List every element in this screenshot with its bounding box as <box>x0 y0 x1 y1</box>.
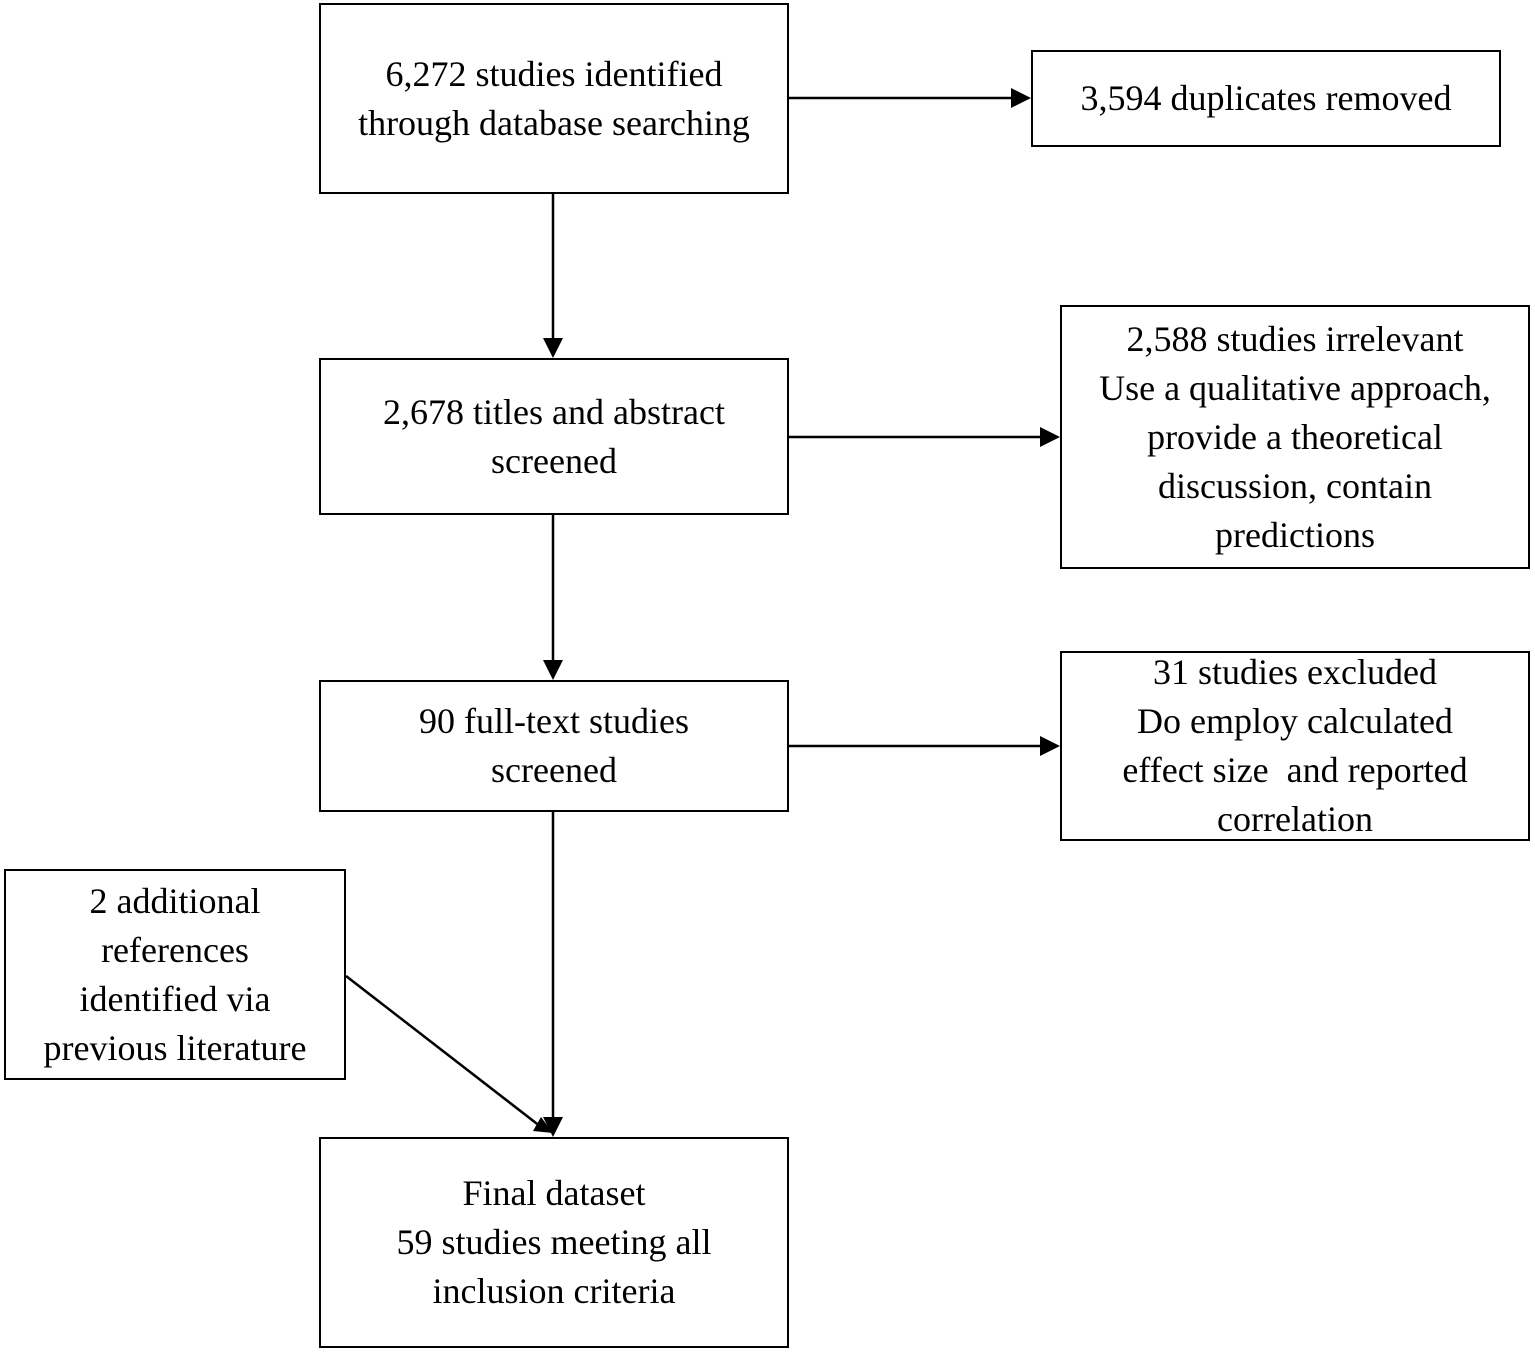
arrowhead-identified-to-screened <box>543 338 563 358</box>
box-full-text-screened-line-2: screened <box>491 750 617 790</box>
arrowhead-screened-to-fulltext <box>543 660 563 680</box>
box-titles-abstract-screened-line-1: 2,678 titles and abstract <box>383 391 725 432</box>
box-titles-abstract-screened-line-2: screened <box>491 440 617 481</box>
box-studies-irrelevant-line-2: Use a qualitative approach, <box>1099 367 1491 408</box>
box-studies-identified-line-1: 6,272 studies identified <box>385 53 723 94</box>
box-full-text-screened: 90 full-text studies screened <box>319 680 789 812</box>
box-additional-references: 2 additional references identified via p… <box>4 869 346 1080</box>
box-duplicates-removed-line-1: 3,594 duplicates removed <box>1080 78 1452 118</box>
box-studies-irrelevant-line-3: provide a theoretical <box>1147 416 1443 457</box>
box-studies-irrelevant-line-1: 2,588 studies irrelevant <box>1126 318 1464 359</box>
arrowhead-identified-to-duplicates <box>1011 88 1031 108</box>
box-studies-irrelevant-line-4: discussion, contain <box>1158 465 1432 506</box>
box-studies-excluded-line-4: correlation <box>1217 799 1373 839</box>
box-final-dataset-line-1: Final dataset <box>462 1173 646 1213</box>
arrowhead-fulltext-to-final <box>543 1117 563 1137</box>
box-final-dataset-line-3: inclusion criteria <box>432 1271 676 1311</box>
box-studies-excluded-line-1: 31 studies excluded <box>1153 652 1437 692</box>
box-studies-excluded: 31 studies excluded Do employ calculated… <box>1060 651 1530 841</box>
arrowhead-screened-to-irrelevant <box>1040 427 1060 447</box>
box-final-dataset-line-2: 59 studies meeting all <box>396 1222 712 1262</box>
box-final-dataset: Final dataset 59 studies meeting all inc… <box>319 1137 789 1348</box>
box-studies-identified: 6,272 studies identified through databas… <box>319 3 789 194</box>
box-duplicates-removed: 3,594 duplicates removed <box>1031 50 1501 147</box>
arrowhead-fulltext-to-excluded <box>1040 736 1060 756</box>
arrow-additional-to-final <box>345 975 546 1131</box>
box-additional-references-line-4: previous literature <box>43 1027 307 1068</box>
box-studies-excluded-line-3: effect size and reported <box>1122 750 1468 790</box>
box-studies-excluded-line-2: Do employ calculated <box>1137 701 1453 741</box>
box-additional-references-line-1: 2 additional <box>89 880 261 921</box>
box-titles-abstract-screened: 2,678 titles and abstract screened <box>319 358 789 515</box>
box-additional-references-line-2: references <box>101 929 249 970</box>
arrowhead-additional-to-final <box>533 1117 553 1133</box>
box-studies-identified-line-2: through database searching <box>358 102 750 143</box>
box-additional-references-line-3: identified via <box>79 978 271 1019</box>
box-full-text-screened-line-1: 90 full-text studies <box>419 701 689 741</box>
box-studies-irrelevant-line-5: predictions <box>1215 514 1375 555</box>
box-studies-irrelevant: 2,588 studies irrelevant Use a qualitati… <box>1060 305 1530 569</box>
